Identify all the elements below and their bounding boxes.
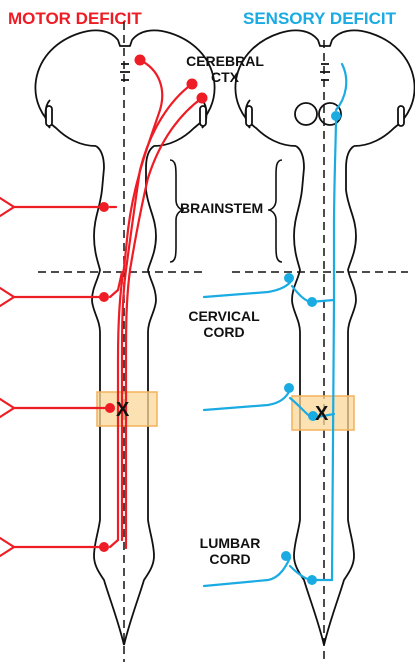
motor-ending-4 (0, 536, 17, 558)
motor-cell-body-lumbar (99, 542, 109, 552)
thalamus-left (294, 102, 318, 126)
brainstem-bracket-right (267, 159, 283, 263)
motor-cell-body-cervical (99, 292, 109, 302)
motor-brainstem-left (91, 145, 125, 646)
motor-cell-bodies (99, 54, 208, 552)
brainstem-label: BRAINSTEM (180, 200, 264, 216)
sensory-brainstem-right (323, 145, 357, 646)
brainstem-bracket-left (169, 159, 185, 263)
sensory-ganglion-cervical (284, 273, 294, 283)
sensory-ascending-tract (330, 114, 338, 582)
motor-ventricle-left (45, 105, 53, 127)
motor-brainstem-right (123, 168, 157, 646)
motor-brain-outline (34, 29, 216, 169)
sensory-lesion-box (291, 395, 355, 431)
lumbar-cord-label: LUMBAR CORD (190, 535, 270, 567)
sensory-afferent-cervical (202, 278, 294, 299)
motor-cell-body-ctx-1 (134, 54, 146, 66)
cervical-label-line1: CERVICAL (188, 308, 260, 324)
sensory-deficit-title: SENSORY DEFICIT (243, 9, 397, 28)
sensory-cell-body-cortex (331, 111, 341, 121)
sensory-afferent-thoracic (202, 388, 292, 412)
motor-pathways (0, 58, 204, 558)
motor-deficit-title: MOTOR DEFICIT (8, 9, 142, 28)
motor-fissure-mark (120, 63, 130, 81)
sensory-afferent-lumbar (202, 556, 292, 588)
motor-ventricle-right (199, 105, 207, 127)
sensory-cell-bodies (281, 111, 341, 585)
cervical-label-line2: CORD (203, 324, 245, 341)
motor-cell-body-ctx-3 (196, 92, 208, 104)
sensory-nucleus-thoracic (308, 411, 318, 421)
motor-ending-2 (0, 286, 17, 308)
sensory-nucleus-cervical (307, 297, 317, 307)
motor-tract-3 (124, 96, 204, 550)
motor-ending-1 (0, 196, 17, 218)
sensory-ventricle-left (245, 105, 253, 127)
lumbar-label-line1: LUMBAR (199, 535, 261, 551)
motor-cell-body-brainstem (99, 202, 109, 212)
sensory-cns-outline (234, 29, 415, 646)
motor-ending-3 (0, 397, 17, 419)
sensory-brain-outline (234, 29, 415, 147)
cervical-cord-label: CERVICAL CORD (184, 308, 264, 340)
sensory-lesion-x: X (315, 403, 329, 425)
sensory-fissure-mark (320, 63, 330, 81)
cerebral-label-line1: CEREBRAL (186, 53, 264, 69)
motor-synapse-2 (108, 270, 124, 299)
motor-cell-body-thoracic (105, 403, 115, 413)
motor-lesion-x: X (116, 399, 130, 421)
cerebral-cortex-label: CEREBRAL CTX (180, 53, 270, 85)
sensory-ventricle-right (397, 105, 405, 127)
motor-cell-body-ctx-2 (186, 78, 198, 90)
sensory-nucleus-lumbar (307, 575, 317, 585)
motor-tract-2 (120, 82, 194, 542)
sensory-ganglion-thoracic (284, 383, 294, 393)
sensory-cortical-projection (334, 62, 348, 112)
lumbar-label-line2: CORD (209, 551, 251, 568)
ctx-label-line2: CTX (211, 69, 239, 86)
motor-synapse-4 (108, 538, 120, 549)
sensory-ganglion-lumbar (281, 551, 291, 561)
